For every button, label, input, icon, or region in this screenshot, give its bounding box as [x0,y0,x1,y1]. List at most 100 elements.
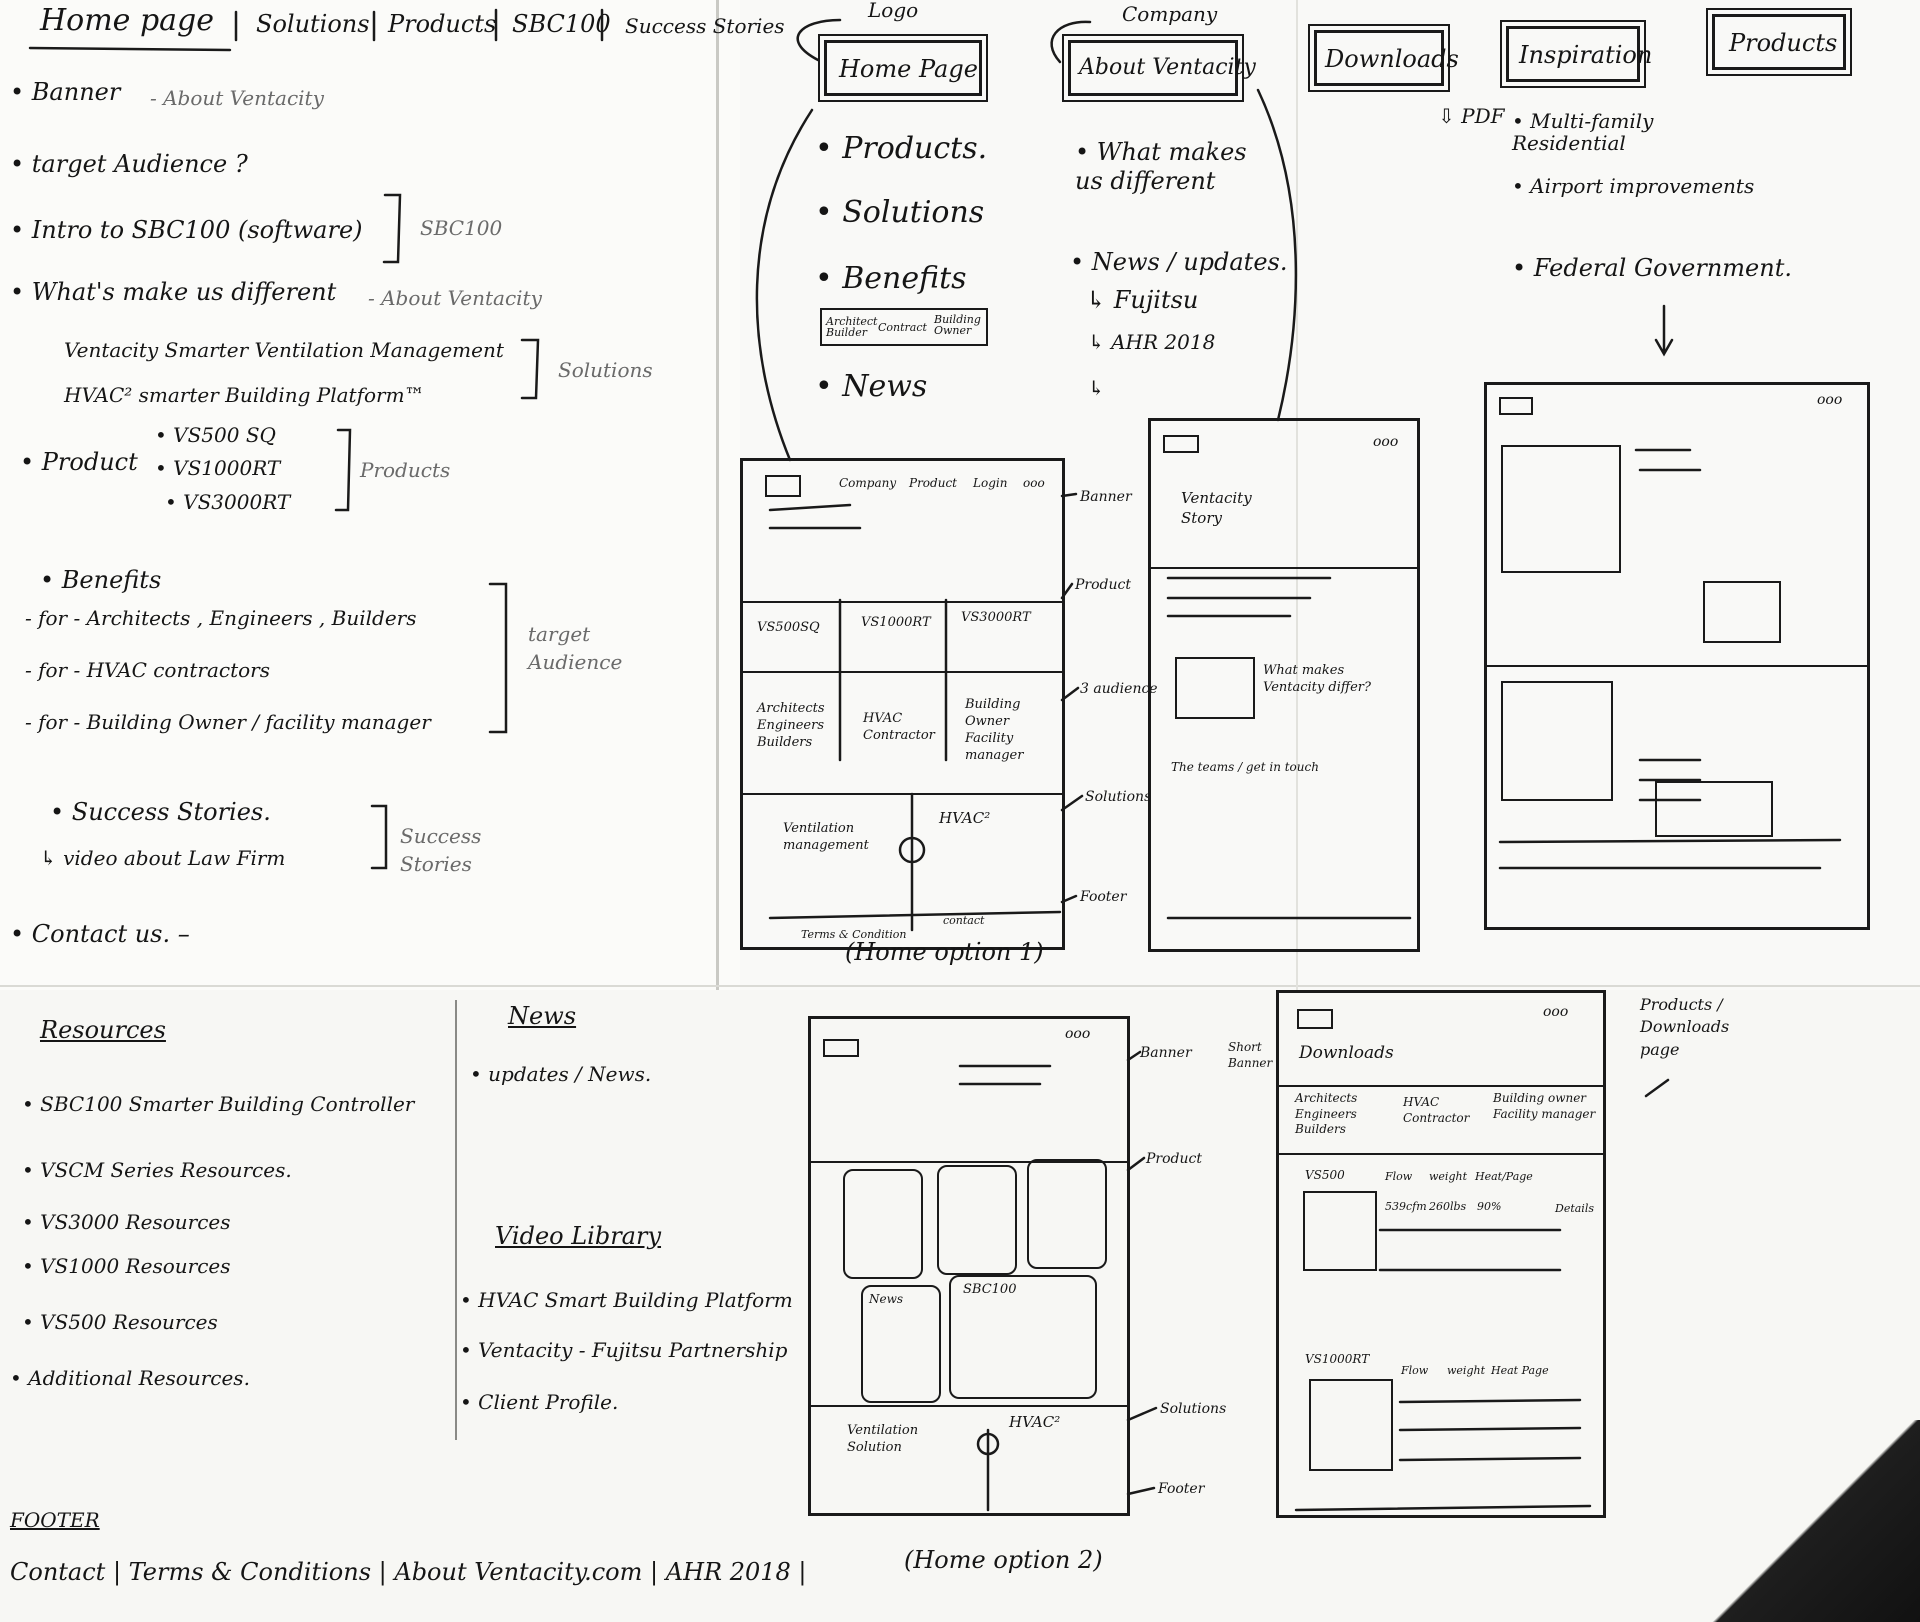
resource-item: • VS500 Resources [22,1310,218,1334]
note-audience: • target Audience ? [10,150,248,178]
image-placeholder [1655,781,1773,837]
note-banner: • Banner [10,78,121,106]
tile-label: News [869,1292,904,1306]
row-value: 539cfm [1385,1200,1427,1213]
home-item: • Benefits [815,261,967,296]
home1-annot: Product [1075,577,1131,593]
logo-tag: Logo [868,0,919,22]
footer-title: FOOTER [10,1508,100,1532]
product-item-1: • VS500 SQ [155,423,276,447]
downloads-tab[interactable]: Architects Engineers Builders [1295,1091,1358,1137]
news-item: • updates / News. [470,1062,652,1086]
home2-annot: Product [1146,1151,1202,1167]
note-solutions-tag: Solutions [558,358,653,382]
home1-audience: Building Owner Facility manager [965,697,1024,763]
home-item: • Products. [815,131,988,166]
image-placeholder [1501,445,1621,573]
about-item: • What makes us different [1075,138,1247,195]
product-item-2: • VS1000RT [155,456,281,480]
short-banner-annot: Short Banner [1228,1040,1273,1070]
note-solution-2: HVAC² smarter Building Platform™ [64,383,425,407]
home1-solution: HVAC² [939,809,991,827]
note-products-tag: Products [360,458,451,482]
detail-link[interactable]: Details [1555,1202,1594,1215]
logo-placeholder [1297,1009,1333,1029]
inspiration-more: ooo [1817,392,1843,408]
benefit-cells: Architect Builder Contract Building Owne… [820,308,988,346]
video-item: • Ventacity - Fujitsu Partnership [460,1338,788,1362]
home1-product: VS3000RT [961,610,1031,625]
nav-sbc100: SBC100 [512,10,611,38]
notes-sheet [0,0,740,990]
nav-home: Home page [40,3,215,38]
note-different-tag: - About Ventacity [368,286,542,310]
sitemap-sheet [740,0,1920,990]
home1-caption: (Home option 1) [845,938,1044,966]
about-item: ↳ [1088,376,1105,400]
home1-more: ooo [1023,476,1045,490]
resource-item: • SBC100 Smarter Building Controller [22,1092,415,1116]
about-team: The teams / get in touch [1171,760,1319,774]
paper-crease [1296,0,1298,990]
dark-corner [1660,1420,1920,1622]
resource-item: • VS3000 Resources [22,1210,231,1234]
downloads-more: ooo [1543,1004,1569,1020]
note-sbc-tag: SBC100 [420,216,503,240]
benefit-3: - for - Building Owner / facility manage… [25,710,431,734]
inspiration-box: Inspiration [1500,20,1652,88]
paper-fold [716,0,719,990]
image-placeholder [1703,581,1781,643]
product-card [1027,1159,1107,1269]
downloads-page-note: Products / Downloads page [1640,995,1730,1059]
home1-audience: Architects Engineers Builders [757,701,825,750]
downloads-box: Downloads [1308,24,1459,92]
row-value: 90% [1477,1200,1502,1213]
product-card [937,1165,1017,1275]
home1-footer: contact [943,914,985,927]
note-solution-1: Ventacity Smarter Ventilation Management [64,338,504,362]
note-product: • Product [20,448,138,476]
news-title: News [508,1002,577,1030]
pdf-note: ⇩ PDF [1438,104,1505,128]
downloads-tab[interactable]: HVAC Contractor [1403,1095,1470,1125]
inspiration-item: • Federal Government. [1512,254,1792,282]
home1-product: VS1000RT [861,615,931,630]
footer-links: Contact | Terms & Conditions | About Ven… [10,1558,807,1586]
company-tag: Company [1122,2,1218,26]
benefit-1: - for - Architects , Engineers , Builder… [25,606,417,630]
nav-success: Success Stories [625,14,785,38]
resources-title: Resources [40,1016,166,1044]
about-wireframe: ooo Ventacity Story What makes Ventacity… [1148,418,1420,952]
image-placeholder [1175,657,1255,719]
success-sub: ↳ video about Law Firm [40,846,286,870]
col-header: weight [1429,1170,1467,1183]
home1-annot: 3 audience [1080,681,1158,697]
sbc-tile: SBC100 [949,1275,1097,1399]
nav-products: Products [388,10,497,38]
benefits-title: • Benefits [40,566,162,594]
downloads-wireframe: ooo Downloads Architects Engineers Build… [1276,990,1606,1518]
downloads-tab[interactable]: Building owner Facility manager [1493,1091,1596,1121]
inspiration-label: Inspiration [1519,41,1653,69]
row-value: 260lbs [1429,1200,1467,1213]
home1-wireframe: Company Product Login ooo VS500SQ VS1000… [740,458,1065,950]
home2-wireframe: ooo News SBC100 Ventilation Solution HVA… [808,1016,1130,1516]
about-item: ↳ AHR 2018 [1088,330,1216,354]
news-tile: News [861,1285,941,1403]
video-item: • HVAC Smart Building Platform [460,1288,793,1312]
about-label: About Ventacity [1079,55,1256,80]
home2-solution: Ventilation Solution [847,1423,919,1455]
success-tag: Success Stories [400,824,482,876]
contact-note: • Contact us. – [10,920,190,948]
success-title: • Success Stories. [50,798,271,826]
about-item: • News / updates. [1070,248,1288,276]
products-label: Products [1729,29,1838,57]
video-title: Video Library [495,1222,662,1250]
home-page-box: Home Page [818,34,988,102]
home1-nav: Login [973,476,1008,490]
inspiration-item: • Multi-family Residential [1512,109,1654,155]
product-name: VS500 [1305,1168,1345,1182]
col-header: weight [1447,1364,1485,1377]
col-header: Flow [1401,1364,1429,1377]
